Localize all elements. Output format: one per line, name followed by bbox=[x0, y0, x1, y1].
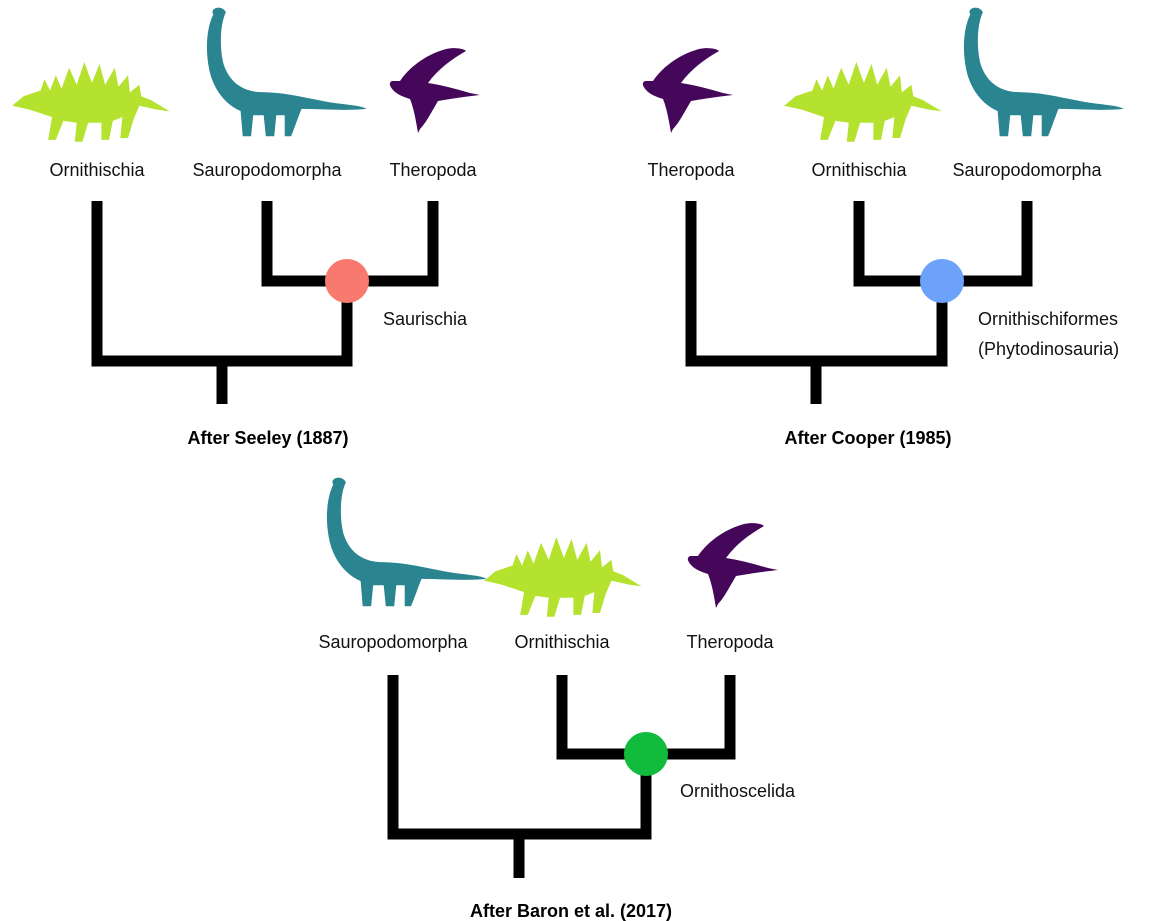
sauropod-silhouette-icon bbox=[327, 478, 487, 607]
tree-caption: After Seeley (1887) bbox=[187, 428, 348, 448]
taxon-label-ornithischia: Ornithischia bbox=[811, 160, 907, 180]
saurischia-node bbox=[325, 259, 369, 303]
ornithischiformes-node bbox=[920, 259, 964, 303]
stegosaur-silhouette-icon bbox=[484, 537, 642, 617]
taxon-label-theropoda: Theropoda bbox=[647, 160, 735, 180]
taxon-label-sauropodomorpha: Sauropodomorpha bbox=[192, 160, 342, 180]
clade-label: Ornithischiformes bbox=[978, 309, 1118, 329]
clade-label: Saurischia bbox=[383, 309, 468, 329]
taxon-label-ornithischia: Ornithischia bbox=[49, 160, 145, 180]
stegosaur-silhouette-icon bbox=[784, 62, 942, 142]
taxon-label-theropoda: Theropoda bbox=[686, 632, 774, 652]
tree-caption: After Cooper (1985) bbox=[784, 428, 951, 448]
sauropod-silhouette-icon bbox=[964, 8, 1124, 137]
taxon-label-sauropodomorpha: Sauropodomorpha bbox=[952, 160, 1102, 180]
clade-label: Ornithoscelida bbox=[680, 781, 796, 801]
bird-silhouette-icon bbox=[643, 48, 733, 133]
ornithoscelida-node bbox=[624, 732, 668, 776]
clade-label: (Phytodinosauria) bbox=[978, 339, 1119, 359]
bird-silhouette-icon bbox=[390, 48, 480, 133]
bird-silhouette-icon bbox=[688, 523, 778, 608]
cladogram-2: Theropoda Ornithischia SauropodomorphaOrni… bbox=[643, 8, 1124, 448]
taxon-label-sauropodomorpha: Sauropodomorpha bbox=[318, 632, 468, 652]
stegosaur-silhouette-icon bbox=[12, 62, 170, 142]
taxon-label-ornithischia: Ornithischia bbox=[514, 632, 610, 652]
sauropod-silhouette-icon bbox=[207, 8, 367, 137]
taxon-label-theropoda: Theropoda bbox=[389, 160, 477, 180]
tree-caption: After Baron et al. (2017) bbox=[470, 901, 672, 921]
cladogram-1: Ornithischia Sauropodomorpha TheropodaSaur… bbox=[12, 8, 480, 448]
cladogram-3: Sauropodomorpha Ornithischia TheropodaOrni… bbox=[318, 478, 796, 921]
